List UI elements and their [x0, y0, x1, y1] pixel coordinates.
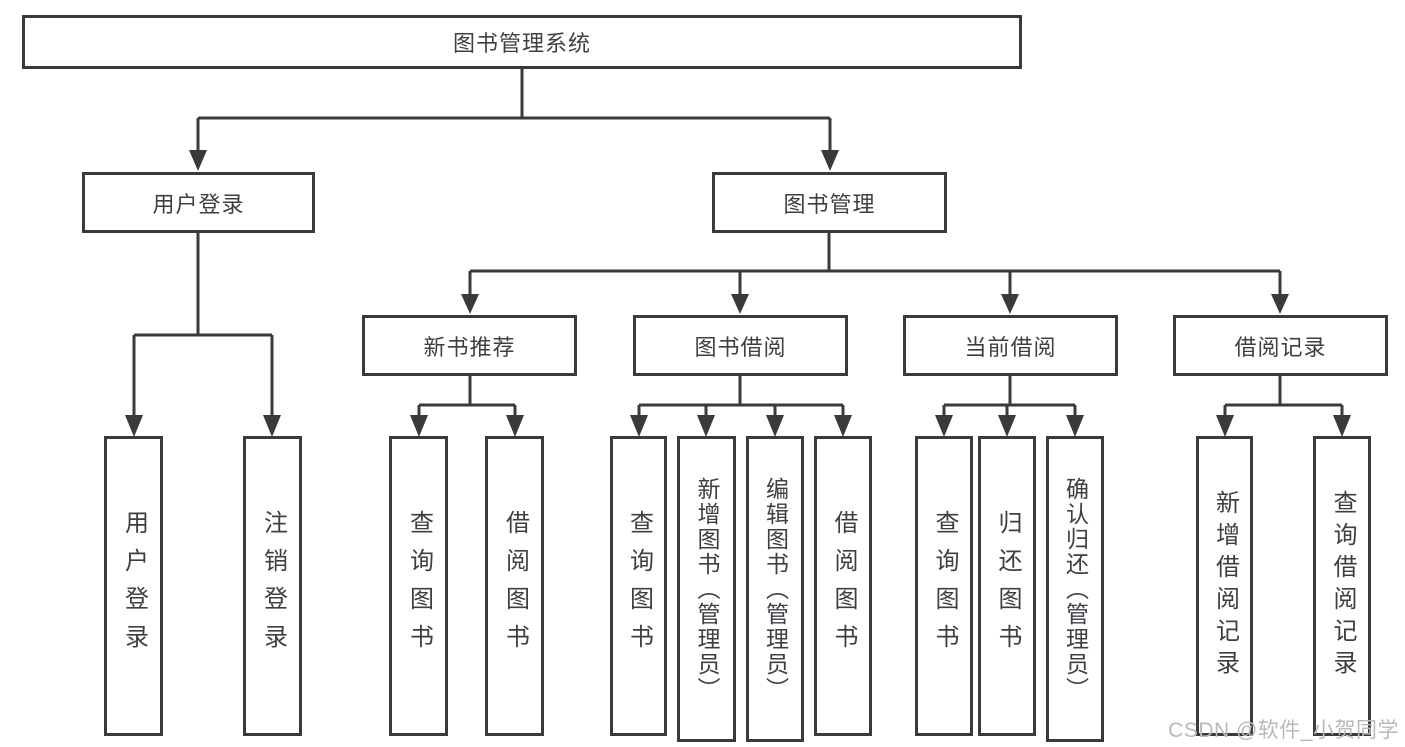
- leaf-label: 查询图书: [625, 510, 653, 662]
- leaf-label: 确认归还（管理员）: [1062, 476, 1089, 702]
- leaf-edit-book-admin: 编辑图书（管理员）: [746, 436, 804, 742]
- leaf-query-books-borrowing: 查询图书: [610, 436, 667, 736]
- leaf-label: 注销登录: [259, 510, 287, 662]
- leaf-label: 归还图书: [994, 510, 1021, 662]
- node-borrowing-records: 借阅记录: [1173, 315, 1388, 376]
- node-book-borrowing: 图书借阅: [633, 315, 848, 376]
- node-label: 图书管理: [783, 191, 876, 217]
- leaf-label: 新增借阅记录: [1211, 490, 1239, 682]
- node-label: 借阅记录: [1234, 334, 1327, 360]
- node-library-management-system: 图书管理系统: [22, 15, 1022, 69]
- node-label: 图书管理系统: [452, 31, 591, 56]
- leaf-label: 查询借阅记录: [1329, 490, 1356, 682]
- leaf-borrow-books-recommend: 借阅图书: [485, 436, 544, 736]
- node-label: 新书推荐: [423, 334, 516, 360]
- leaf-add-book-admin: 新增图书（管理员）: [677, 436, 736, 742]
- leaf-borrow-books-borrowing: 借阅图书: [814, 436, 872, 736]
- node-book-management: 图书管理: [712, 172, 947, 233]
- leaf-label: 借阅图书: [501, 510, 529, 662]
- node-label: 当前借阅: [964, 334, 1057, 360]
- leaf-confirm-return-admin: 确认归还（管理员）: [1046, 436, 1104, 742]
- leaf-label: 编辑图书（管理员）: [762, 476, 789, 702]
- node-new-book-recommendation: 新书推荐: [362, 315, 577, 376]
- node-current-borrowing: 当前借阅: [903, 315, 1118, 376]
- leaf-query-books-recommend: 查询图书: [389, 436, 448, 736]
- leaf-label: 借阅图书: [830, 510, 857, 662]
- node-user-login: 用户登录: [82, 172, 315, 233]
- leaf-label: 查询图书: [405, 510, 433, 662]
- leaf-label: 新增图书（管理员）: [694, 476, 720, 702]
- node-label: 用户登录: [152, 191, 245, 217]
- arrowheads: [125, 150, 1351, 437]
- leaf-label: 用户登录: [120, 510, 148, 662]
- csdn-watermark: CSDN @软件_小贺同学: [1168, 719, 1399, 742]
- leaf-user-login: 用户登录: [104, 436, 163, 736]
- leaf-label: 查询图书: [931, 510, 958, 662]
- leaf-query-books-current: 查询图书: [915, 436, 973, 736]
- leaf-query-borrow-record: 查询借阅记录: [1313, 436, 1371, 736]
- leaf-return-book: 归还图书: [978, 436, 1036, 736]
- leaf-logout: 注销登录: [243, 436, 302, 736]
- node-label: 图书借阅: [694, 334, 787, 360]
- leaf-add-borrow-record: 新增借阅记录: [1196, 436, 1253, 736]
